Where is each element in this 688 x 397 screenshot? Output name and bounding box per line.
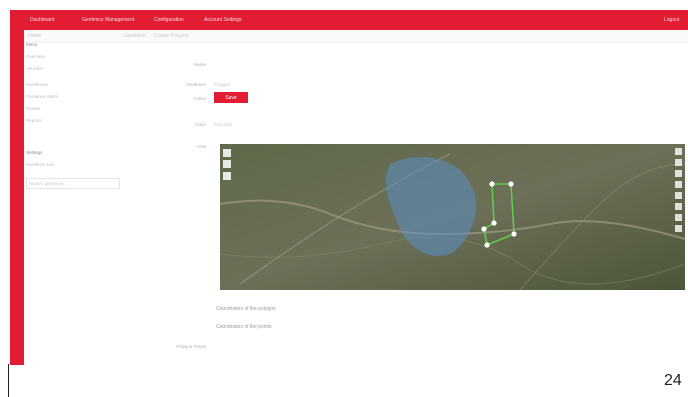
- app-screen: Dashboard Geofence Management Configurat…: [10, 10, 688, 365]
- sidebar-item-alerts[interactable]: Geofence Alerts: [26, 94, 59, 99]
- polygon-vertex-handle[interactable]: [481, 226, 487, 232]
- breadcrumb-current: Create Polygon: [154, 33, 189, 39]
- map-tool-icon[interactable]: [675, 225, 682, 232]
- action-label: Action: [193, 96, 206, 101]
- polygon-coordinates-text: Coordinates of the polygon: [216, 306, 276, 312]
- map-tool-icon[interactable]: [675, 181, 682, 188]
- breadcrumb-home[interactable]: Home: [28, 33, 42, 39]
- satellite-map[interactable]: [220, 144, 685, 290]
- area-label: Area: [196, 144, 206, 149]
- page-number: 24: [664, 372, 682, 389]
- color-label: Color: [195, 122, 206, 127]
- breadcrumb-geofence[interactable]: Geofence: [124, 33, 146, 39]
- sidebar-header: Menu: [26, 42, 38, 47]
- polygon-vertex-handle[interactable]: [489, 181, 495, 187]
- name-label: Name: [193, 62, 206, 67]
- map-road: [519, 163, 685, 290]
- polygon-vertex-handle[interactable]: [511, 231, 517, 237]
- map-canvas[interactable]: [220, 144, 685, 290]
- logout-link[interactable]: Logout: [664, 17, 680, 23]
- map-tool-icon[interactable]: [675, 192, 682, 199]
- map-tool-icon[interactable]: [675, 159, 682, 166]
- map-tool-icon[interactable]: [675, 170, 682, 177]
- save-button[interactable]: Save: [214, 92, 248, 103]
- sidebar-item-geofence-list[interactable]: Geofence List: [26, 162, 54, 167]
- polygon-vertex-handle[interactable]: [491, 220, 497, 226]
- map-tool-icon[interactable]: [675, 203, 682, 210]
- nav-item-dashboard[interactable]: Dashboard: [30, 17, 55, 23]
- sidebar-item-routes[interactable]: Routes: [26, 106, 41, 111]
- nav-item-configuration[interactable]: Configuration: [154, 17, 184, 23]
- page-margin-rule: [8, 364, 9, 397]
- zoom-in-icon[interactable]: [223, 149, 231, 157]
- sidebar-item-vehicles[interactable]: Vehicles: [26, 66, 43, 71]
- sidebar-item-reports[interactable]: Reports: [26, 118, 42, 123]
- map-overlay-region: [385, 156, 477, 256]
- nav-item-geofence[interactable]: Geofence Management: [82, 17, 135, 23]
- geofence-type-value[interactable]: Polygon: [214, 82, 231, 87]
- sidebar-item-geofences[interactable]: Geofences: [26, 82, 48, 87]
- sidebar-search-box[interactable]: Search geofence...: [26, 178, 120, 189]
- sidebar-section-settings: Settings: [26, 150, 43, 155]
- geofence-type-label: Geofence: [186, 82, 206, 87]
- map-tool-icon[interactable]: [675, 214, 682, 221]
- map-tool-icon[interactable]: [675, 148, 682, 155]
- zoom-out-icon[interactable]: [223, 160, 231, 168]
- left-accent-bar: [10, 10, 24, 365]
- polygon-points-label: Polygon Points: [175, 344, 206, 349]
- color-value[interactable]: #e21d33: [214, 122, 232, 127]
- nav-item-account[interactable]: Account Settings: [204, 17, 242, 23]
- polygon-vertex-handle[interactable]: [484, 242, 490, 248]
- points-coordinates-text: Coordinates of the points: [216, 324, 272, 330]
- sidebar-item-overview[interactable]: Overview: [26, 54, 45, 59]
- top-nav-bar: Dashboard Geofence Management Configurat…: [24, 10, 688, 30]
- breadcrumb: Home Geofence Create Polygon: [24, 30, 688, 43]
- polygon-vertex-handle[interactable]: [508, 181, 514, 187]
- pan-icon[interactable]: [223, 172, 231, 180]
